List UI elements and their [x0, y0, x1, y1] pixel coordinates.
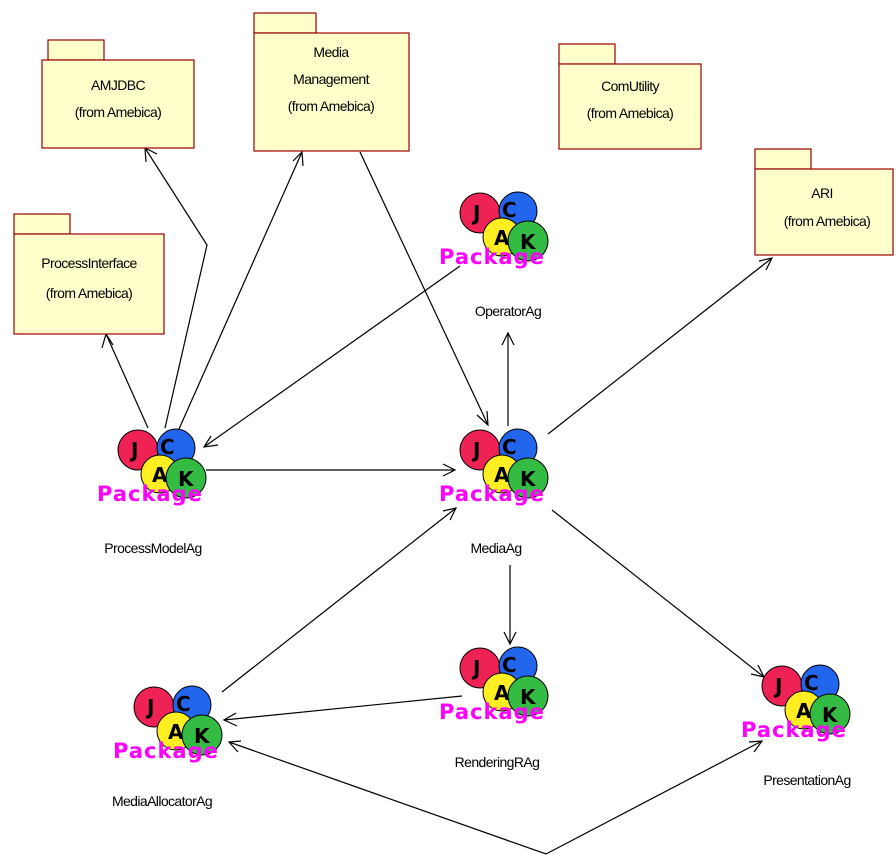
agent-presentation[interactable]: J C A K Package PresentationAg	[741, 664, 851, 788]
agent-label: PresentationAg	[763, 772, 850, 788]
agent-label: MediaAllocatorAg	[112, 793, 212, 809]
jack-package-word: Package	[439, 700, 545, 724]
edge-operator-to-processmodel[interactable]	[202, 265, 461, 448]
jack-letter-a: A	[494, 463, 510, 487]
jack-letter-a: A	[494, 681, 510, 705]
jack-letter-c: C	[502, 435, 517, 459]
package-name-line2: Management	[293, 71, 369, 87]
edge-media-to-operator[interactable]	[501, 331, 515, 426]
jack-letter-k: K	[178, 467, 195, 491]
edge-processmodel-to-processinterface[interactable]	[101, 332, 149, 429]
jack-letter-a: A	[168, 720, 184, 744]
package-ari[interactable]: ARI (from Amebica)	[754, 148, 894, 256]
edge-media-to-rendering[interactable]	[503, 565, 517, 646]
edge-processmodel-to-media-management[interactable]	[174, 150, 304, 439]
edge-processmodel-to-media[interactable]	[206, 463, 457, 477]
package-name: ProcessInterface	[41, 255, 137, 271]
agent-media[interactable]: J C A K Package MediaAg	[439, 428, 549, 556]
jack-letter-c: C	[804, 671, 819, 695]
edge-media-to-ari[interactable]	[547, 257, 774, 435]
jack-letter-j: J	[129, 438, 138, 462]
edge-media-management-to-media[interactable]	[359, 151, 489, 427]
package-origin: (from Amebica)	[288, 98, 375, 114]
jack-package-icon: J C A K Package	[113, 685, 223, 763]
jack-package-icon: J C A K Package	[439, 646, 549, 724]
agent-label: ProcessModelAg	[104, 540, 201, 556]
package-name-line1: Media	[313, 44, 349, 60]
jack-letter-a: A	[494, 226, 510, 250]
jack-package-word: Package	[97, 482, 203, 506]
jack-letter-a: A	[152, 463, 168, 487]
jack-letter-c: C	[160, 435, 175, 459]
agent-label: MediaAg	[470, 540, 521, 556]
jack-letter-k: K	[194, 724, 211, 748]
edge-media-to-presentation[interactable]	[551, 509, 766, 678]
package-origin: (from Amebica)	[587, 105, 674, 121]
package-comutility[interactable]: ComUtility (from Amebica)	[558, 43, 702, 150]
agent-rendering[interactable]: J C A K Package RenderingRAg	[439, 646, 549, 770]
package-origin: (from Amebica)	[75, 104, 162, 120]
package-origin: (from Amebica)	[784, 213, 871, 229]
package-name: ARI	[811, 185, 833, 201]
agent-label: OperatorAg	[475, 303, 541, 319]
jack-package-icon: J C A K Package	[741, 664, 851, 742]
agent-operator[interactable]: J C A K Package OperatorAg	[439, 191, 549, 319]
package-media-management[interactable]: Media Management (from Amebica)	[253, 12, 410, 152]
jack-letter-c: C	[502, 198, 517, 222]
edge-mediaallocator-to-presentation[interactable]	[227, 740, 764, 855]
jack-letter-c: C	[176, 692, 191, 716]
package-processinterface[interactable]: ProcessInterface (from Amebica)	[13, 213, 165, 335]
agent-processmodel[interactable]: J C A K Package ProcessModelAg	[97, 428, 207, 556]
jack-letter-j: J	[471, 656, 480, 680]
package-name: ComUtility	[601, 78, 659, 94]
jack-letter-c: C	[502, 653, 517, 677]
agent-label: RenderingRAg	[455, 754, 540, 770]
jack-letter-j: J	[145, 695, 154, 719]
jack-letter-k: K	[822, 703, 839, 727]
edge-mediaallocator-to-media[interactable]	[221, 507, 458, 693]
edge-rendering-to-mediaallocator[interactable]	[222, 695, 463, 727]
jack-package-word: Package	[439, 245, 545, 269]
package-origin: (from Amebica)	[46, 285, 133, 301]
jack-package-icon: J C A K Package	[439, 191, 549, 269]
jack-letter-j: J	[773, 674, 782, 698]
jack-package-icon: J C A K Package	[439, 428, 549, 506]
jack-letter-k: K	[520, 685, 537, 709]
jack-letter-a: A	[796, 699, 812, 723]
jack-letter-j: J	[471, 201, 480, 225]
jack-package-word: Package	[741, 718, 847, 742]
jack-package-icon: J C A K Package	[97, 428, 207, 506]
dependency-edges	[101, 146, 774, 855]
jack-letter-k: K	[520, 467, 537, 491]
agent-mediaallocator[interactable]: J C A K Package MediaAllocatorAg	[112, 685, 223, 809]
jack-package-word: Package	[113, 739, 219, 763]
jack-package-word: Package	[439, 482, 545, 506]
package-name: AMJDBC	[91, 77, 145, 93]
package-amjdbc[interactable]: AMJDBC (from Amebica)	[41, 39, 195, 149]
jack-letter-j: J	[471, 438, 480, 462]
jack-letter-k: K	[520, 230, 537, 254]
